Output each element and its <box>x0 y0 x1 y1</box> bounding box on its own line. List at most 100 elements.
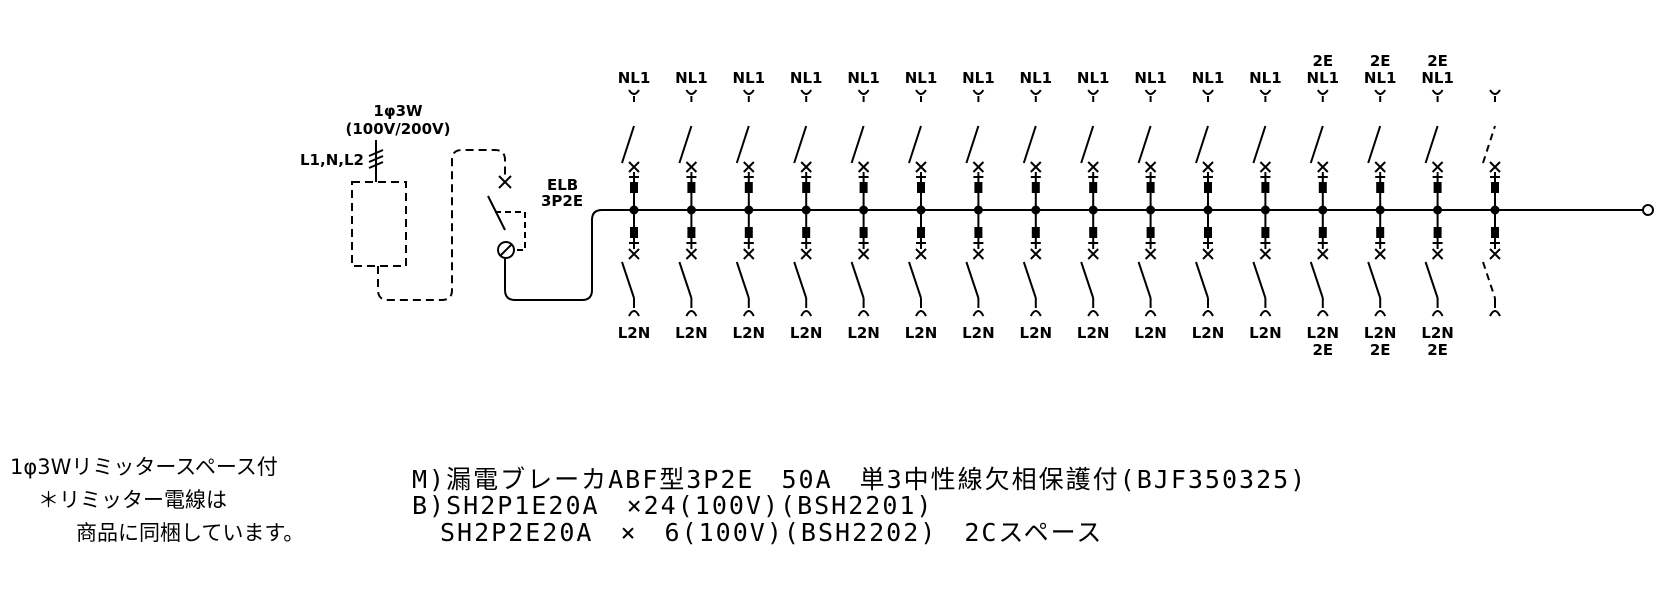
branch-top-label-line: NL1 <box>675 69 708 87</box>
branch-top-label: NL1 <box>675 69 708 87</box>
branch-bottom-label-line: L2N <box>1020 324 1053 342</box>
branch-top-label-line: 2E <box>1312 52 1333 70</box>
branch-column <box>1367 89 1387 317</box>
branch-bottom-label-line: L2N <box>847 324 880 342</box>
branch-bottom-label-line: L2N <box>1192 324 1225 342</box>
spec-branch-breaker-2e: SH2P2E20A × 6(100V)(BSH2202) 2Cスペース <box>440 518 1103 547</box>
branch-top-label: NL1 <box>905 69 938 87</box>
note-included: 商品に同梱しています。 <box>76 521 304 545</box>
branch-top-label-line: NL1 <box>1020 69 1053 87</box>
supply-feed-line <box>368 140 384 182</box>
branch-top-label-line: NL1 <box>1421 69 1454 87</box>
main-breaker-label-3p2e: 3P2E <box>541 192 583 210</box>
branch-bottom-label: L2N <box>1077 324 1110 342</box>
branch-top-label: NL1 <box>1134 69 1167 87</box>
branch-column <box>678 89 698 317</box>
branch-top-label: NL1 <box>790 69 823 87</box>
branch-column <box>1195 89 1214 317</box>
supply-voltage-label: (100V/200V) <box>345 120 450 138</box>
branch-top-label: NL1 <box>1020 69 1053 87</box>
spec-main-breaker: M)漏電ブレーカABF型3P2E 50A 単3中性線欠相保護付(BJF35032… <box>412 465 1307 494</box>
branch-top-label: NL1 <box>1249 69 1282 87</box>
main-breaker-label-elb: ELB <box>547 176 578 194</box>
branch-bottom-label-line: L2N <box>1307 324 1340 342</box>
branch-bottom-label: L2N <box>1134 324 1167 342</box>
branch-top-label-line: NL1 <box>1134 69 1167 87</box>
spec-branch-breaker-1e: B)SH2P1E20A ×24(100V)(BSH2201) <box>412 491 934 520</box>
branch-top-label: NL1 <box>847 69 880 87</box>
branch-top-label-line: NL1 <box>618 69 651 87</box>
limiter-wire <box>377 149 506 301</box>
branch-bottom-label-line: L2N <box>675 324 708 342</box>
branch-bottom-label-line: 2E <box>1370 341 1391 359</box>
branch-bottom-label: L2N <box>675 324 708 342</box>
main-breaker-elb <box>487 175 1644 301</box>
branch-top-label-line: 2E <box>1370 52 1391 70</box>
branch-column <box>793 89 813 317</box>
branch-bottom-label-line: L2N <box>1421 324 1454 342</box>
branch-top-label: NL1 <box>618 69 651 87</box>
branch-top-label-line: NL1 <box>1307 69 1340 87</box>
branch-bottom-label-line: L2N <box>618 324 651 342</box>
branch-top-label: NL1 <box>733 69 766 87</box>
limiter-space-box <box>351 181 407 267</box>
branch-top-label-line: NL1 <box>1249 69 1282 87</box>
branch-top-label-line: 2E <box>1427 52 1448 70</box>
branch-bottom-label-line: 2E <box>1312 341 1333 359</box>
branch-column <box>1022 89 1042 317</box>
branch-bottom-label: L2N <box>847 324 880 342</box>
supply-wires-label: L1,N,L2 <box>300 151 364 169</box>
branch-top-label-line: NL1 <box>847 69 880 87</box>
branch-bottom-label: L2N <box>962 324 995 342</box>
branch-bottom-label-line: L2N <box>905 324 938 342</box>
branch-bottom-label-line: L2N <box>733 324 766 342</box>
branch-column <box>1424 89 1444 317</box>
branch-top-label-line: NL1 <box>962 69 995 87</box>
branch-column <box>735 89 755 317</box>
branch-bottom-label-line: L2N <box>1077 324 1110 342</box>
branch-bottom-label: L2N <box>1020 324 1053 342</box>
branch-top-label-line: NL1 <box>790 69 823 87</box>
branch-bottom-label-line: 2E <box>1427 341 1448 359</box>
branch-top-label-line: NL1 <box>733 69 766 87</box>
branch-top-label: NL1 <box>962 69 995 87</box>
branch-bottom-label: L2N <box>905 324 938 342</box>
branch-top-label: NL1 <box>1192 69 1225 87</box>
branch-column <box>1080 89 1100 317</box>
spare-space-column <box>1482 89 1501 317</box>
branch-bottom-label: L2N <box>1192 324 1225 342</box>
note-limiter-space: 1φ3Wリミッタースペース付 <box>10 455 278 479</box>
branch-column <box>1137 89 1157 317</box>
branch-bottom-label: L2N <box>733 324 766 342</box>
branch-bottom-label-line: L2N <box>1249 324 1282 342</box>
branch-top-label-line: NL1 <box>1077 69 1110 87</box>
busbar-terminal <box>1642 204 1654 216</box>
branch-top-label-line: NL1 <box>1192 69 1225 87</box>
supply-phase-label: 1φ3W <box>373 102 423 120</box>
branch-top-label-line: NL1 <box>905 69 938 87</box>
branch-bottom-label-line: L2N <box>1364 324 1397 342</box>
branch-bottom-label-line: L2N <box>962 324 995 342</box>
branch-bottom-label: L2N <box>1249 324 1282 342</box>
branch-bottom-label: L2N <box>618 324 651 342</box>
branch-bottom-label-line: L2N <box>1134 324 1167 342</box>
branch-column <box>1309 89 1329 317</box>
branch-bottom-label-line: L2N <box>790 324 823 342</box>
branch-bottom-label: L2N <box>790 324 823 342</box>
branch-column <box>621 89 640 317</box>
branch-column <box>908 89 927 317</box>
branch-column <box>850 89 870 317</box>
branch-top-label: NL1 <box>1077 69 1110 87</box>
branch-column <box>1252 89 1272 317</box>
branch-top-label-line: NL1 <box>1364 69 1397 87</box>
branch-column <box>965 89 985 317</box>
note-limiter-wire: ＊リミッター電線は <box>38 488 227 512</box>
